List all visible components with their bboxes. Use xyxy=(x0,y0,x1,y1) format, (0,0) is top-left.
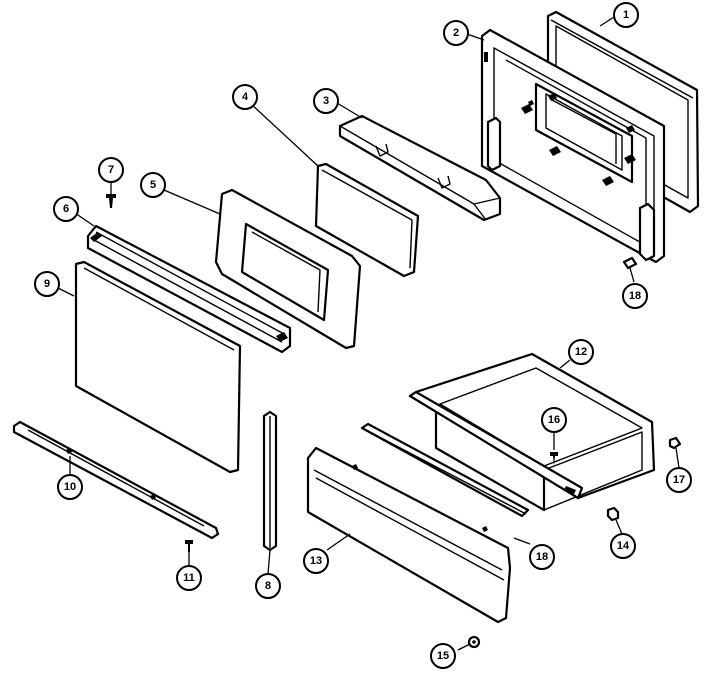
part-window-trim xyxy=(214,188,362,350)
part-nut xyxy=(467,635,481,649)
callout-10-label: 10 xyxy=(64,481,76,493)
callout-11: 11 xyxy=(176,565,202,591)
callout-5-label: 5 xyxy=(150,179,156,191)
part-drawer-front xyxy=(306,446,512,624)
leader-lines xyxy=(57,16,680,651)
part-side-trim xyxy=(262,410,278,552)
callout-9: 9 xyxy=(34,271,60,297)
callout-18-lower-label: 18 xyxy=(536,551,548,563)
part-drawer-rail xyxy=(360,422,530,518)
callout-7-label: 7 xyxy=(108,164,114,176)
callout-16-label: 16 xyxy=(548,414,560,426)
part-screw-16 xyxy=(550,452,558,466)
callout-7: 7 xyxy=(98,157,124,183)
callout-12: 12 xyxy=(568,339,594,365)
part-door-handle xyxy=(86,224,292,354)
callout-13-label: 13 xyxy=(310,555,322,567)
callout-4-label: 4 xyxy=(242,91,249,103)
part-bottom-trim xyxy=(12,420,220,540)
callout-17: 17 xyxy=(666,467,692,493)
part-inner-door-panel xyxy=(480,28,666,264)
callout-16: 16 xyxy=(541,407,567,433)
callout-17-label: 17 xyxy=(673,474,685,486)
callout-5: 5 xyxy=(140,172,166,198)
callout-18-upper-label: 18 xyxy=(629,290,641,302)
part-drawer-body xyxy=(408,352,656,512)
callout-4: 4 xyxy=(232,84,258,110)
part-door-insulation xyxy=(338,114,502,222)
callout-3: 3 xyxy=(313,88,339,114)
callout-1: 1 xyxy=(613,2,639,28)
callout-18-lower: 18 xyxy=(529,544,555,570)
callout-2: 2 xyxy=(443,20,469,46)
callout-1-label: 1 xyxy=(623,9,629,21)
callout-14: 14 xyxy=(610,533,636,559)
part-bumper xyxy=(622,256,638,270)
callout-2-label: 2 xyxy=(453,27,459,39)
part-screw-7 xyxy=(106,194,116,208)
callout-6-label: 6 xyxy=(63,203,69,215)
callout-15-label: 15 xyxy=(437,650,449,662)
part-screw-11 xyxy=(185,540,193,552)
callout-8-label: 8 xyxy=(265,580,271,592)
part-clip xyxy=(668,436,682,450)
callout-11-label: 11 xyxy=(183,572,195,584)
part-drawer-glide xyxy=(606,506,620,522)
callout-18-upper: 18 xyxy=(622,283,648,309)
callout-3-label: 3 xyxy=(323,95,329,107)
callout-13: 13 xyxy=(303,548,329,574)
callout-6: 6 xyxy=(53,196,79,222)
callout-14-label: 14 xyxy=(617,540,630,552)
callout-15: 15 xyxy=(430,643,456,669)
callout-10: 10 xyxy=(57,474,83,500)
part-outer-door-panel xyxy=(74,260,242,474)
part-door-glass xyxy=(314,162,420,278)
callout-9-label: 9 xyxy=(44,278,50,290)
callout-8: 8 xyxy=(255,573,281,599)
callout-12-label: 12 xyxy=(575,346,587,358)
